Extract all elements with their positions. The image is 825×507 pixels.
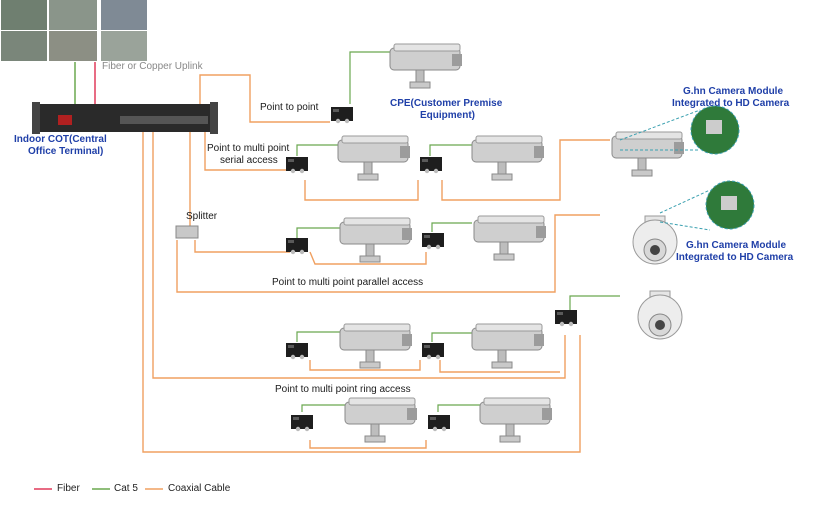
ring-converter-5: [555, 310, 577, 327]
ring-camera-4-icon: [479, 397, 553, 443]
serial-camera-2-icon: [471, 135, 545, 181]
cot-device: [32, 102, 218, 134]
ring-converter-1: [286, 343, 308, 360]
splitter-label: Splitter: [186, 211, 218, 222]
serial-converter-2: [420, 157, 442, 174]
serial-label-line1: Point to multi point: [207, 143, 290, 154]
hd-camera-icon: [611, 131, 685, 177]
cot-label-line1: Indoor COT(Central: [14, 134, 107, 145]
serial-label-line2: serial access: [220, 155, 278, 166]
ring-camera-1-icon: [339, 323, 413, 369]
parallel-camera-2-icon: [473, 215, 547, 261]
ring-converter-3: [291, 415, 313, 432]
cpe-camera-icon: [389, 43, 463, 89]
legend-fiber-label: Fiber: [57, 483, 80, 494]
serial-converter-1: [286, 157, 308, 174]
parallel-converter-1: [286, 238, 308, 255]
parallel-access-label: Point to multi point parallel access: [272, 277, 424, 288]
ghn-label-2-line1: G.hn Camera Module: [686, 240, 787, 251]
cpe-label-line2: Equipment): [420, 110, 475, 121]
camera-thumbnails: [1, 0, 147, 61]
legend-coax-label: Coaxial Cable: [168, 483, 231, 494]
cpe-label-line1: CPE(Customer Premise: [390, 98, 503, 109]
serial-camera-1-icon: [337, 135, 411, 181]
parallel-converter-2: [422, 233, 444, 250]
ghn-label-1-line1: G.hn Camera Module: [683, 86, 784, 97]
ring-converter-4: [428, 415, 450, 432]
ring-camera-2-icon: [471, 323, 545, 369]
legend-cat5-label: Cat 5: [114, 483, 138, 494]
ghn-module-callout-1: [619, 105, 740, 155]
splitter-device: [175, 225, 199, 239]
parallel-camera-1-icon: [339, 217, 413, 263]
ring-converter-2: [422, 343, 444, 360]
cpe-converter: [331, 107, 353, 124]
ring-access-label: Point to multi point ring access: [275, 384, 411, 395]
point-to-point-label: Point to point: [260, 102, 319, 113]
cat5-links: [296, 51, 620, 412]
coax-cables: [142, 74, 610, 453]
ring-camera-3-icon: [344, 397, 418, 443]
ghn-label-1-line2: Integrated to HD Camera: [672, 98, 790, 109]
cot-label-line2: Office Terminal): [28, 146, 104, 157]
ghn-label-2-line2: Integrated to HD Camera: [676, 252, 794, 263]
ghn-module-callout-2: [659, 180, 755, 231]
dome-camera-2-icon: [637, 290, 683, 340]
uplink-label: Fiber or Copper Uplink: [102, 61, 203, 72]
